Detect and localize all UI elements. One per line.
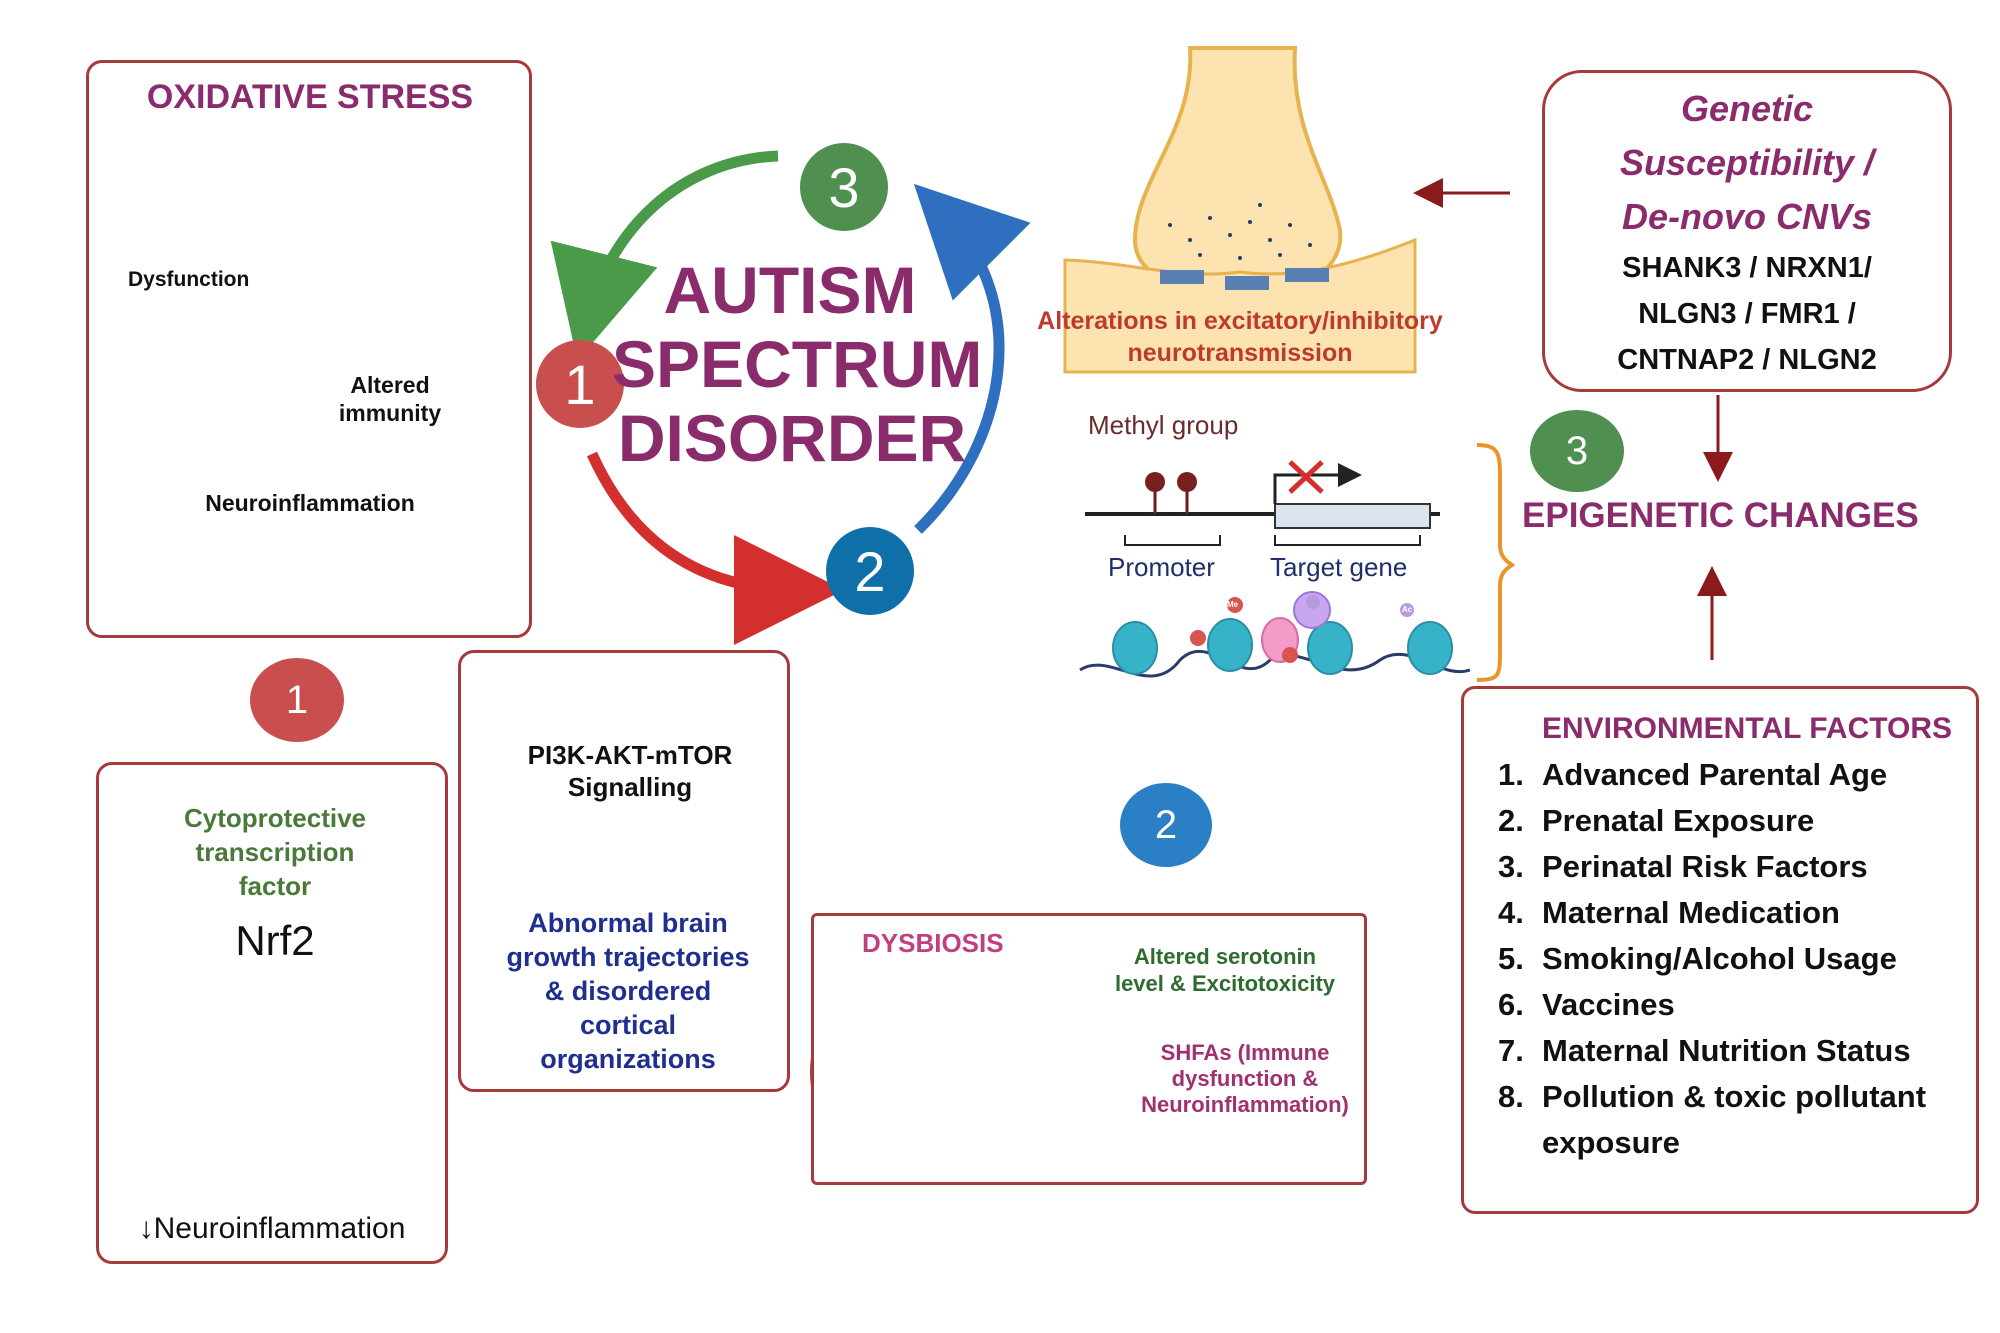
- pathway-line2: Signalling: [567, 772, 693, 802]
- altered-immunity-label-2: immunity: [338, 400, 442, 426]
- cycle-arrow-blue: [913, 183, 1031, 534]
- genetic-title-line1: Genetic: [1680, 88, 1814, 129]
- histone-me-mark: Me: [1227, 600, 1239, 609]
- environmental-item: 8.Pollution & toxic pollutant: [1498, 1079, 1927, 1114]
- brain-outcome-line4: cortical: [579, 1010, 677, 1040]
- genetic-title-line3: De-novo CNVs: [1621, 196, 1873, 237]
- epigenetic-title: EPIGENETIC CHANGES: [1522, 496, 1919, 535]
- cycle-arrow-green: [550, 150, 779, 361]
- epigenetic-brace: [1476, 443, 1516, 682]
- neuroinflammation-label: Neuroinflammation: [205, 490, 415, 516]
- shfas-line3: Neuroinflammation): [1141, 1092, 1349, 1117]
- gene-line2: NLGN3 / FMR1 /: [1638, 298, 1856, 330]
- gene-line1: SHANK3 / NRXN1/: [1622, 252, 1872, 284]
- genetic-title-line2: Susceptibility /: [1619, 142, 1875, 183]
- center-badge-2: 2: [826, 527, 914, 615]
- shfas-line2: dysfunction &: [1171, 1066, 1319, 1091]
- environmental-item: 4.Maternal Medication: [1498, 895, 1840, 930]
- epigenetic-badge-3: 3: [1530, 410, 1624, 492]
- asd-title-line1: AUTISM: [663, 253, 917, 327]
- asd-title-line2: SPECTRUM: [612, 327, 983, 401]
- environmental-title: ENVIRONMENTAL FACTORS: [1542, 712, 1953, 745]
- environmental-item-continued: exposure: [1542, 1125, 1680, 1160]
- nrf2-label: Nrf2: [235, 917, 315, 964]
- brain-outcome-line5: organizations: [540, 1044, 716, 1074]
- serotonin-line2: level & Excitotoxicity: [1114, 971, 1336, 996]
- environmental-item: 5.Smoking/Alcohol Usage: [1498, 941, 1897, 976]
- nrf2-badge-1: 1: [250, 658, 344, 742]
- synapse-icon: [1063, 46, 1417, 374]
- environmental-item: 6.Vaccines: [1498, 987, 1675, 1022]
- environmental-box: [1461, 686, 1979, 1214]
- mito-dysfunction-label: Dysfunction: [128, 268, 250, 291]
- synapse-label-line2: neurotransmission: [1127, 339, 1353, 367]
- oxidative-stress-title: OXIDATIVE STRESS: [146, 78, 474, 116]
- promoter-label: Promoter: [1108, 552, 1215, 582]
- brain-outcome-line3: & disordered: [544, 976, 712, 1006]
- histone-ac-mark: Ac: [1402, 605, 1413, 614]
- brain-outcome-line2: growth trajectories: [506, 942, 750, 972]
- dysbiosis-box: [811, 913, 1367, 1185]
- nrf2-box: [96, 762, 448, 1264]
- center-badge-1: 1: [536, 340, 624, 428]
- dysbiosis-badge-2: 2: [1120, 783, 1212, 867]
- methyl-group-label: Methyl group: [1088, 410, 1239, 440]
- synapse-label-line1: Alterations in excitatory/inhibitory: [1037, 307, 1443, 335]
- oxidative-stress-box: [86, 60, 532, 638]
- asd-title-line3: DISORDER: [617, 401, 967, 475]
- genetic-box: [1542, 70, 1952, 392]
- dna-methylation-schematic: [1079, 460, 1471, 678]
- nrf2-factor-line3: factor: [238, 871, 312, 901]
- environmental-item: 1.Advanced Parental Age: [1498, 757, 1888, 792]
- center-badge-3: 3: [800, 143, 888, 231]
- nrf2-result-label: ↓Neuroinflammation: [138, 1212, 406, 1245]
- environmental-item: 2.Prenatal Exposure: [1498, 803, 1815, 838]
- environmental-item: 7.Maternal Nutrition Status: [1498, 1033, 1911, 1068]
- gene-line3: CNTNAP2 / NLGN2: [1617, 344, 1877, 376]
- dysbiosis-title: DYSBIOSIS: [862, 928, 1004, 958]
- environmental-item: 3.Perinatal Risk Factors: [1498, 849, 1868, 884]
- nrf2-factor-line1: Cytoprotective: [183, 803, 367, 833]
- target-gene-label: Target gene: [1270, 552, 1408, 582]
- shfas-line1: SHFAs (Immune: [1160, 1040, 1330, 1065]
- brain-outcome-line1: Abnormal brain: [528, 908, 728, 938]
- environmental-list: 1.Advanced Parental Age 2.Prenatal Expos…: [1498, 752, 1926, 1166]
- serotonin-line1: Altered serotonin: [1133, 944, 1317, 969]
- nrf2-factor-line2: transcription: [195, 837, 355, 867]
- pathway-line1: PI3K-AKT-mTOR: [527, 740, 733, 770]
- altered-immunity-label-1: Altered: [350, 372, 430, 398]
- brain-box: [458, 650, 790, 1092]
- cycle-arrow-red: [586, 451, 844, 645]
